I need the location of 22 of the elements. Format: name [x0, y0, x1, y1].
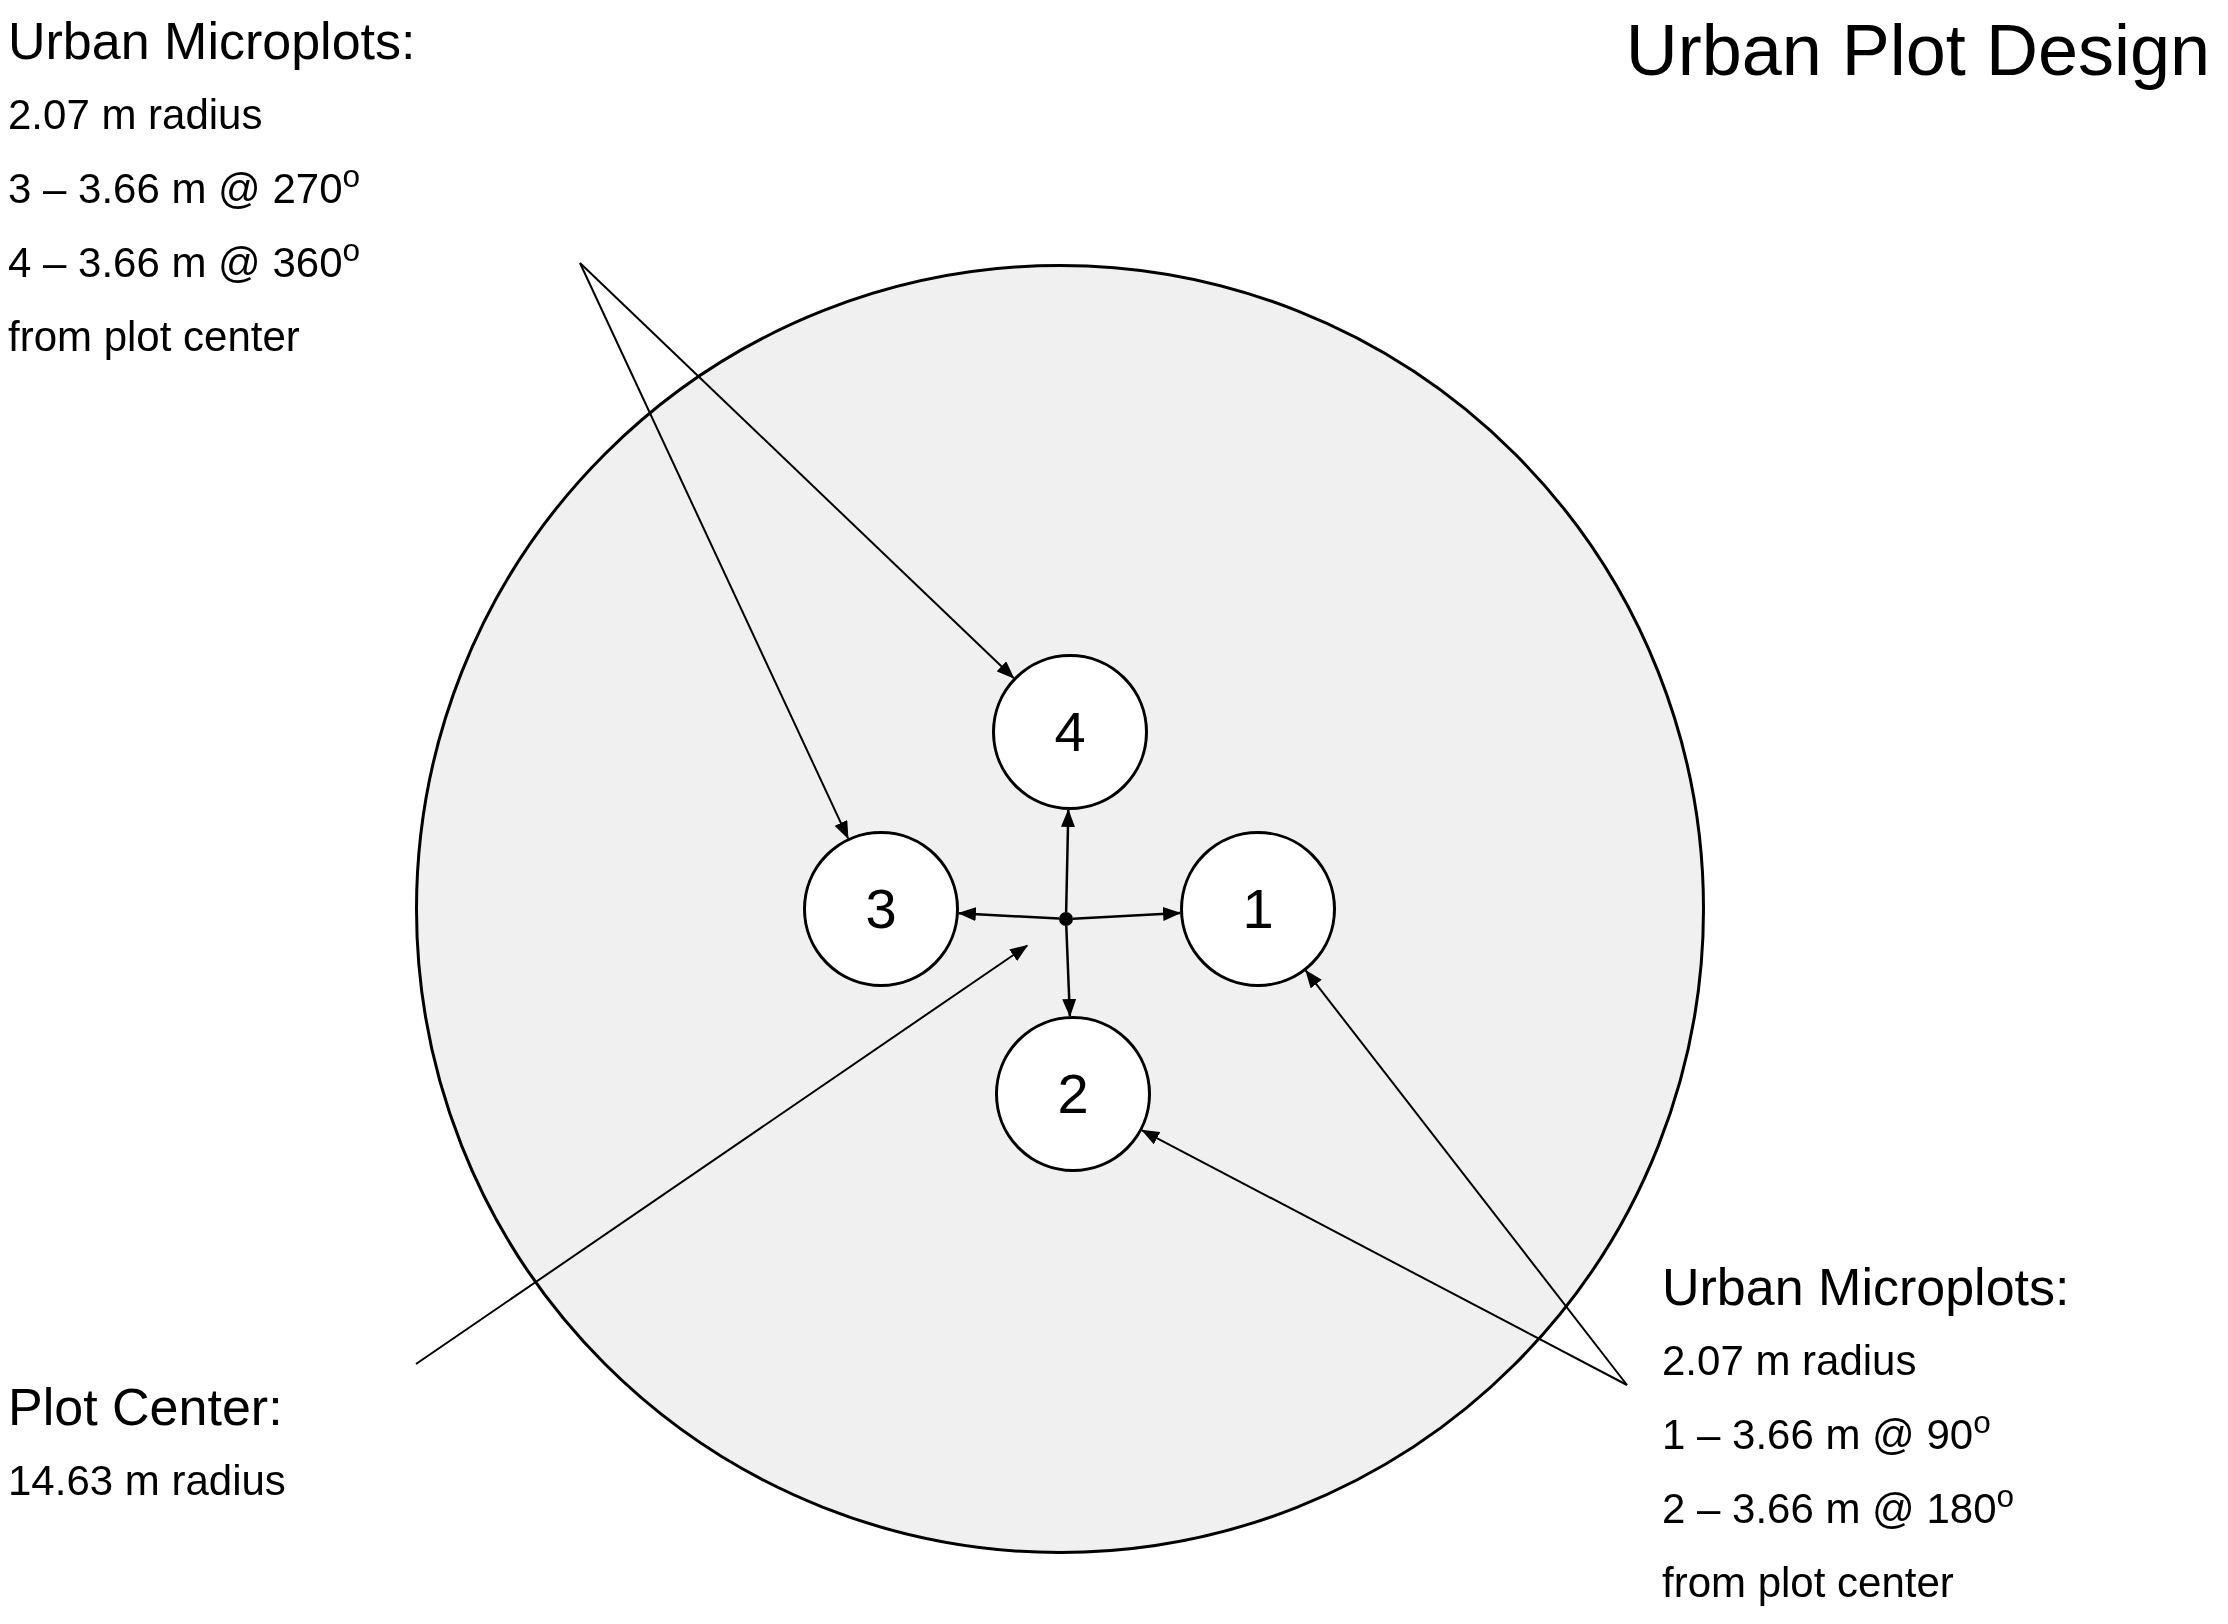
- arrow: [957, 907, 1060, 922]
- arrow: [1060, 809, 1075, 913]
- callout-text: from plot center: [1662, 1558, 1955, 1608]
- callout-text: 3 – 3.66 m @ 270$^{o}$: [8, 157, 362, 214]
- center-point: [1059, 912, 1073, 926]
- leader-line: [579, 262, 1015, 680]
- callout-text: 1 – 3.66 m @ 90$^{o}$: [1662, 1403, 1992, 1460]
- callout-heading: Plot Center:: [8, 1377, 284, 1438]
- callout-text: 2 – 3.66 m @ 180$^{o}$: [1662, 1477, 2016, 1534]
- callout-heading: Urban Microplots:: [1662, 1257, 2071, 1318]
- callout-text: from plot center: [8, 312, 301, 362]
- arrow: [1062, 925, 1077, 1018]
- leader-line: [1141, 1129, 1628, 1386]
- callout-text: 14.63 m radius: [8, 1456, 287, 1506]
- callout-text: 2.07 m radius: [1662, 1336, 1918, 1386]
- callout-text: 4 – 3.66 m @ 360$^{o}$: [8, 231, 362, 288]
- callout-text: 2.07 m radius: [8, 90, 264, 140]
- leader-line: [579, 262, 850, 840]
- arrow: [1072, 906, 1182, 921]
- callout-heading: Urban Microplots:: [8, 11, 417, 72]
- leader-line: [1304, 969, 1628, 1386]
- leader-line: [415, 944, 1029, 1365]
